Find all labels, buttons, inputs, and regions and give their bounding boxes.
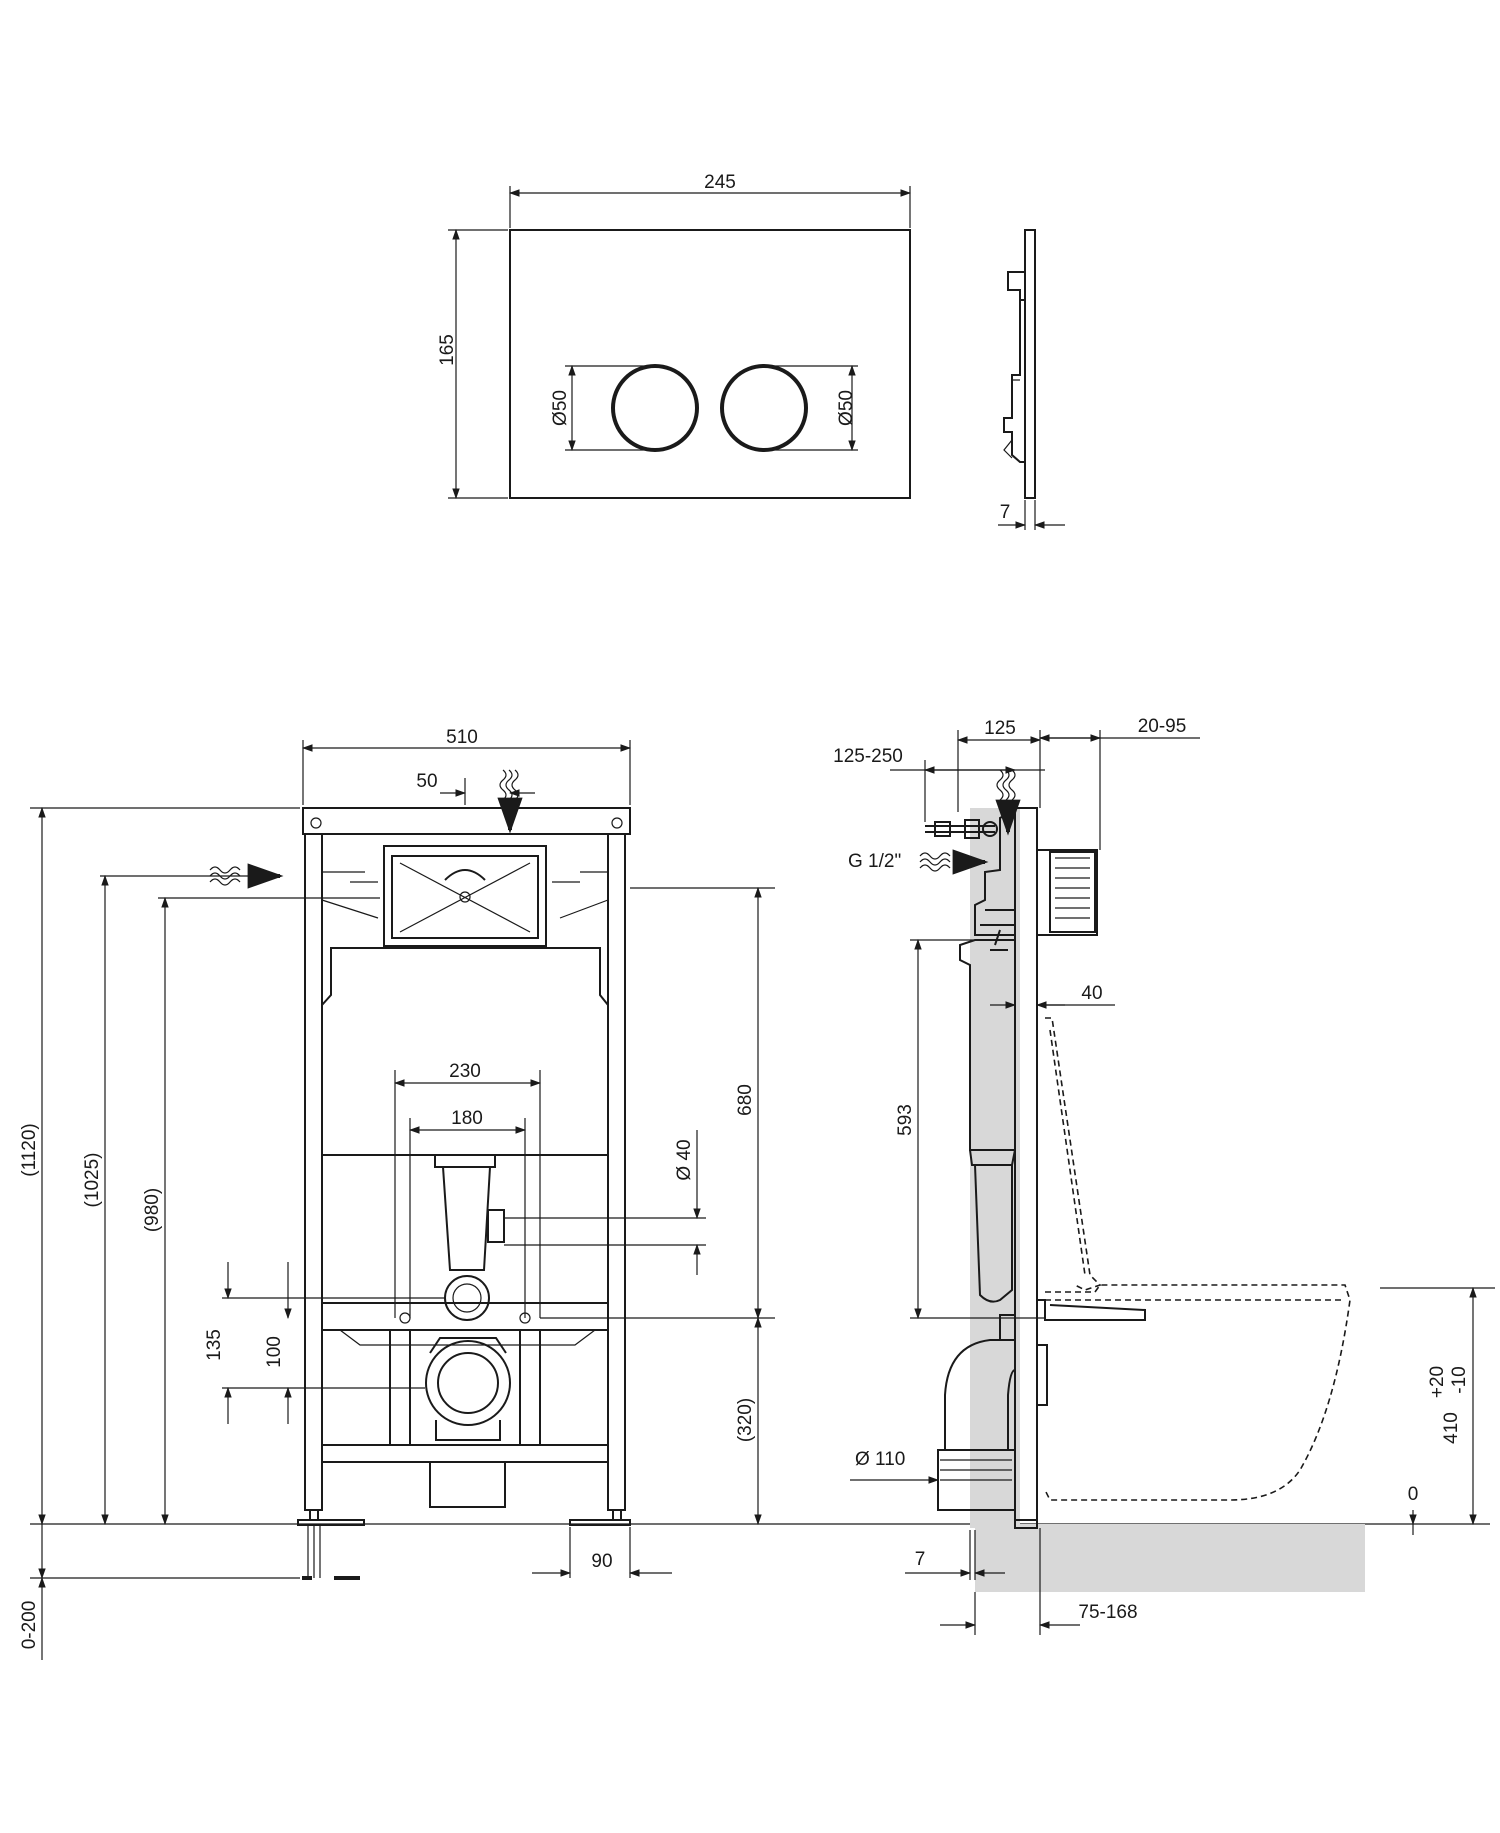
plate-height-label: 165: [437, 334, 458, 366]
button-right-diameter-label: Ø50: [836, 390, 857, 426]
frame-side-view: G 1/2" 125 20-95 125-250 40 593 Ø 110 7: [833, 716, 1495, 1635]
drain-outlet: [425, 1340, 511, 1426]
cistern-body: [321, 947, 609, 1156]
floor-section: [975, 1524, 1365, 1592]
plate-side-outline: [1024, 229, 1036, 499]
frame-width-label: 510: [446, 727, 478, 748]
dim-593-label: 593: [895, 1104, 916, 1136]
floor-level-0-label: 0: [1408, 1484, 1419, 1505]
frame-depth-label: 125: [984, 718, 1016, 739]
plate-width-label: 245: [704, 172, 736, 193]
depth-range-75-168-label: 75-168: [1078, 1602, 1137, 1623]
drain-d110-label: Ø 110: [855, 1449, 905, 1470]
seat-height-label: 410: [1441, 1412, 1462, 1444]
plate-thickness-label: 7: [1000, 502, 1011, 523]
side-dim-7-label: 7: [915, 1549, 926, 1570]
height-680-label: 680: [735, 1084, 756, 1116]
inlet-offset-label: 50: [416, 771, 437, 792]
height-980-label: (980): [142, 1188, 163, 1232]
dim-100-label: 100: [264, 1336, 285, 1368]
height-320-label: (320): [735, 1398, 756, 1442]
side-frame-upright: [1014, 807, 1038, 1521]
wall-hung-toilet-bowl: [1044, 1284, 1351, 1501]
flush-plate-outline: [509, 229, 911, 499]
button-left-diameter-label: Ø50: [550, 390, 571, 426]
flush-button-right: [720, 364, 808, 452]
dim-135-label: 135: [204, 1329, 225, 1361]
frame-left-leg: [304, 833, 323, 1511]
toilet-lid-raised: [1045, 1017, 1102, 1291]
total-height-label: (1120): [19, 1123, 40, 1177]
seat-tolerance-plus-label: +20: [1427, 1366, 1448, 1398]
flush-pipe: [441, 1166, 492, 1271]
frame-top-bar: [302, 807, 631, 835]
depth-range-125-250-label: 125-250: [833, 746, 903, 767]
pipe-d40-label: Ø 40: [674, 1139, 695, 1180]
depth-range-20-95-label: 20-95: [1138, 716, 1187, 737]
flush-button-left: [611, 364, 699, 452]
leg-range-label: 0-200: [19, 1601, 40, 1650]
flush-opening-frame: [383, 845, 547, 947]
inlet-height-label: (1025): [82, 1153, 103, 1208]
water-inlet-thread-label: G 1/2": [848, 851, 901, 872]
side-drain-elbow: [944, 1339, 1016, 1451]
bolt-spacing-230-label: 230: [449, 1061, 481, 1082]
seat-tolerance-minus-label: -10: [1449, 1366, 1470, 1393]
flush-plate-front-view: Ø50 Ø50 245 165: [437, 172, 912, 500]
frame-right-leg: [607, 833, 626, 1511]
flush-plate-side-view: 7: [998, 229, 1065, 530]
bolt-spacing-180-label: 180: [451, 1108, 483, 1129]
dim-40-label: 40: [1081, 983, 1102, 1004]
foot-width-label: 90: [591, 1551, 612, 1572]
frame-front-view: 510 50 (1120) (1025) (980) 680 (320) Ø 4…: [19, 727, 1490, 1660]
